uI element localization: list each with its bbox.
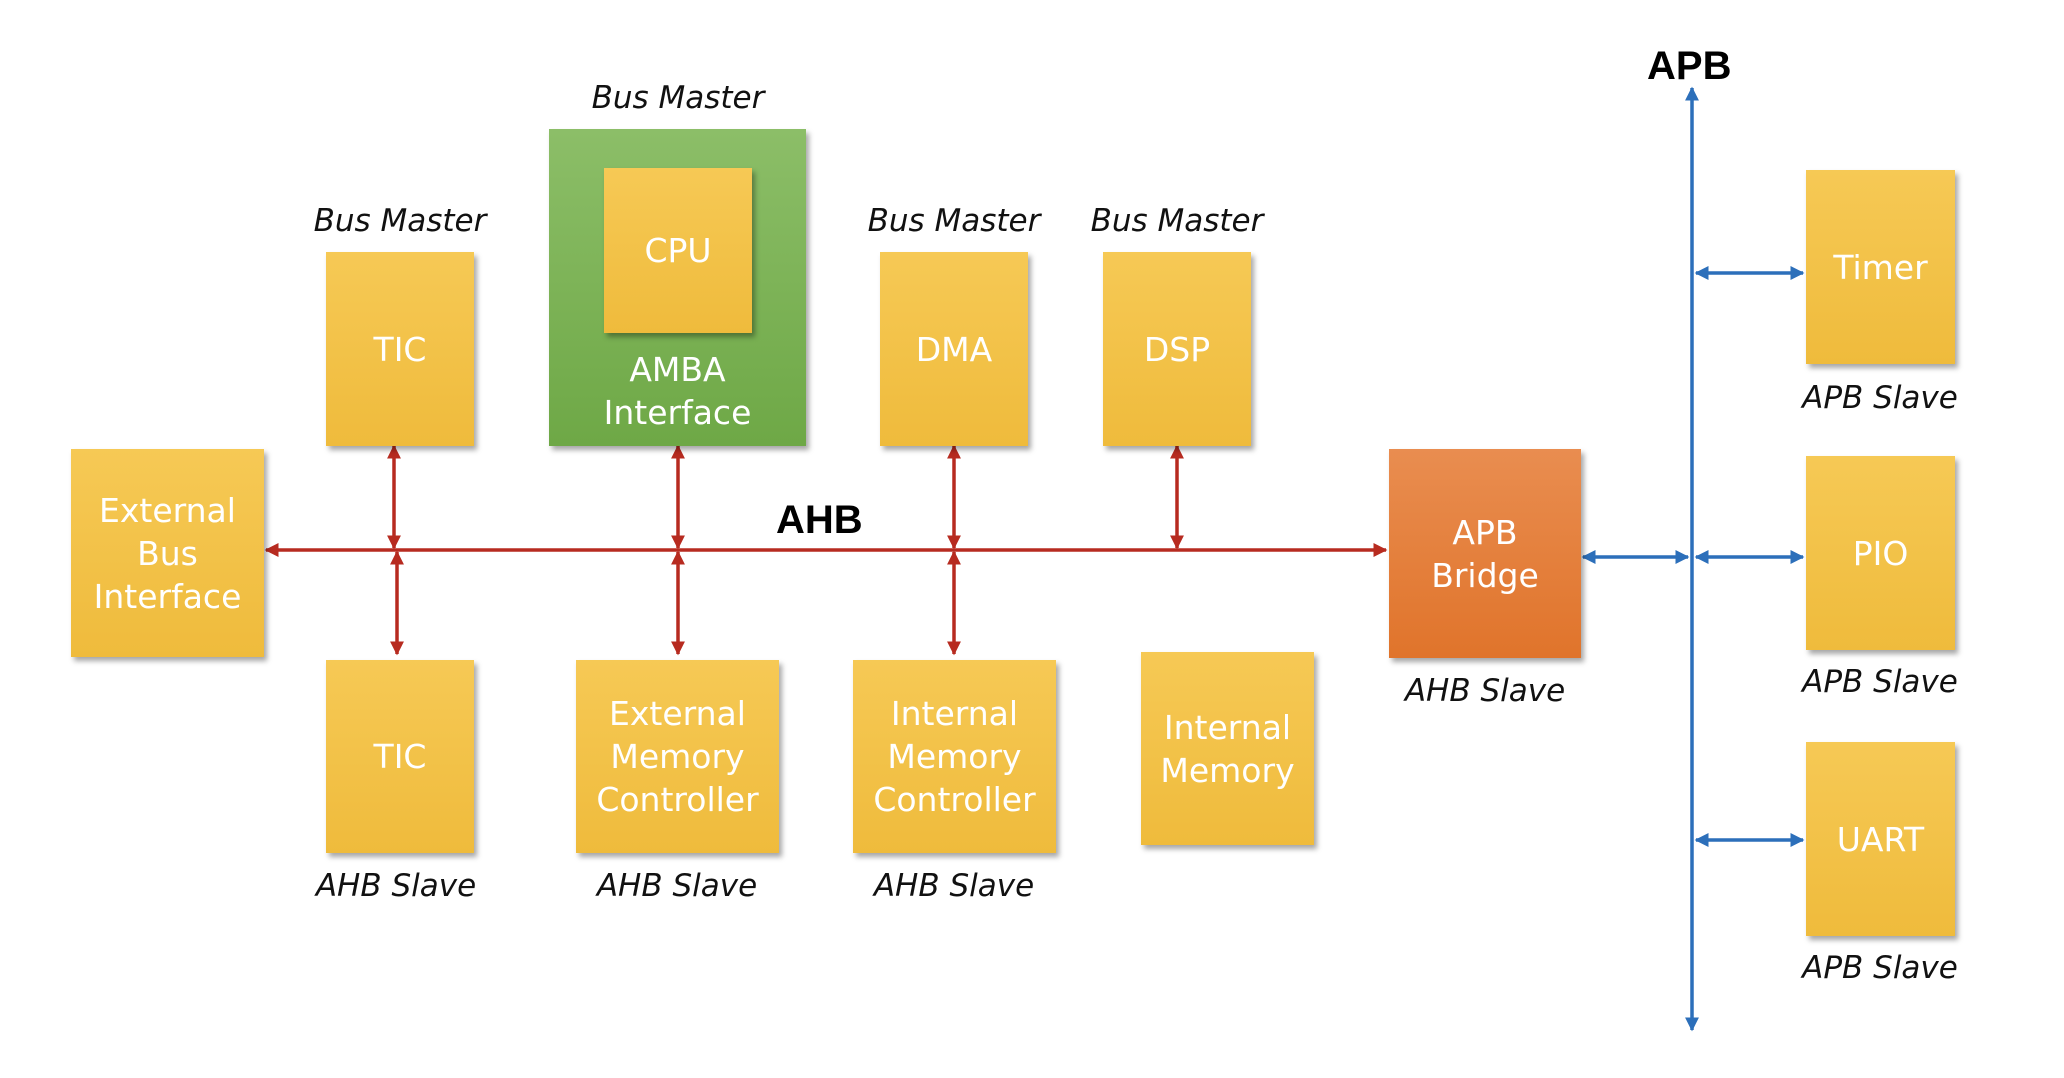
ahb-bus-label: AHB	[776, 498, 863, 542]
dma-block: DMA	[880, 252, 1028, 446]
apb-bus-label: APB	[1647, 44, 1732, 88]
dsp-caption: Bus Master	[1090, 203, 1264, 239]
pio-block: PIO	[1806, 456, 1955, 650]
external-memory-controller-block: External Memory Controller	[576, 660, 779, 853]
uart-caption: APB Slave	[1802, 950, 1958, 986]
tic-master-caption: Bus Master	[313, 203, 487, 239]
tic-slave-block: TIC	[326, 660, 474, 853]
external-memory-controller-caption: AHB Slave	[596, 868, 758, 904]
internal-memory-controller-caption: AHB Slave	[873, 868, 1035, 904]
dsp-block: DSP	[1103, 252, 1251, 446]
tic-slave-caption: AHB Slave	[315, 868, 477, 904]
apb-bridge-block: APB Bridge	[1389, 449, 1581, 658]
cpu-block: CPU	[604, 168, 752, 333]
internal-memory-controller-block: Internal Memory Controller	[853, 660, 1056, 853]
timer-block: Timer	[1806, 170, 1955, 364]
timer-caption: APB Slave	[1802, 380, 1958, 416]
dma-caption: Bus Master	[867, 203, 1041, 239]
apb-bridge-caption: AHB Slave	[1404, 673, 1566, 709]
cpu-master-caption: Bus Master	[591, 80, 765, 116]
external-bus-interface-block: External Bus Interface	[71, 449, 264, 657]
tic-master-block: TIC	[326, 252, 474, 446]
pio-caption: APB Slave	[1802, 664, 1958, 700]
internal-memory-block: Internal Memory	[1141, 652, 1314, 845]
uart-block: UART	[1806, 742, 1955, 936]
